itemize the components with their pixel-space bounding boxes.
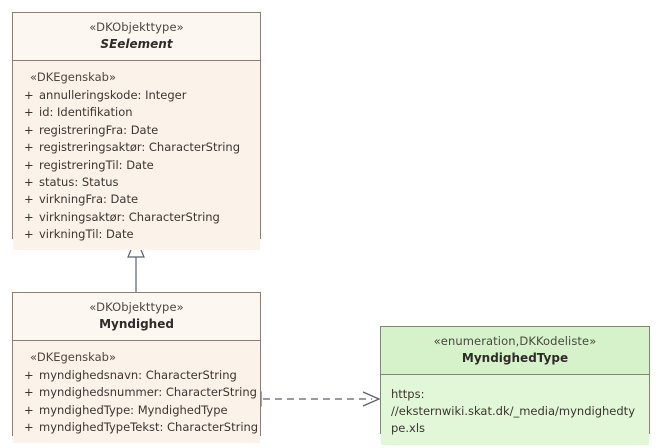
attributes-stereotype: «DKEgenskab» [30,70,116,84]
attribute-label: myndighedsnummer: CharacterString [39,385,257,400]
attribute-label: annulleringskode: Integer [39,88,187,102]
attribute-visibility: + [24,209,34,224]
attribute-label: registreringTil: Date [39,157,154,172]
attribute-visibility: + [24,420,34,435]
attribute-row[interactable]: + annulleringskode: Integer [19,87,254,104]
attributes-stereotype: «DKEgenskab» [30,350,116,364]
class-attributes-seelement: «DKEgenskab» + annulleringskode: Integer… [13,61,260,250]
attribute-visibility: + [24,157,34,172]
attribute-visibility: + [24,88,34,102]
attribute-row[interactable]: + myndighedsnummer: CharacterString [19,384,257,401]
attribute-visibility: + [24,385,34,400]
attribute-row[interactable]: + virkningTil: Date [19,226,254,243]
attribute-visibility: + [24,227,34,242]
attribute-visibility: + [24,105,34,120]
attribute-visibility: + [24,140,34,155]
attribute-label: registreringsaktør: CharacterString [39,140,241,155]
enumeration-note-line-2: //eksternwiki.skat.dk/_media/myndighedty… [391,404,635,435]
attribute-row[interactable]: + virkningFra: Date [19,191,254,208]
attribute-visibility: + [24,368,34,382]
class-box-seelement[interactable]: «DKObjekttype» SEelement «DKEgenskab» + … [12,12,261,250]
class-stereotype: «DKObjekttype» [89,20,184,34]
class-name: SEelement [100,37,173,51]
class-box-myndighed[interactable]: «DKObjekttype» Myndighed «DKEgenskab» + … [12,292,261,443]
dependency-connector[interactable] [263,391,381,407]
attribute-row[interactable]: + myndighedTypeTekst: CharacterString [19,419,258,436]
enumeration-note-line-1: https: [391,387,425,401]
attribute-visibility: + [24,175,34,190]
class-attributes-myndighed: «DKEgenskab» + myndighedsnavn: Character… [13,341,260,443]
attribute-row[interactable]: + myndighedsnavn: CharacterString [19,367,254,384]
attribute-label: virkningTil: Date [39,227,134,242]
attribute-label: myndighedType: MyndighedType [39,402,228,417]
attribute-row[interactable]: + status: Status [19,174,254,191]
attribute-label: myndighedTypeTekst: CharacterString [39,420,259,435]
enumeration-box-myndighedtype[interactable]: «enumeration,DKKodeliste» MyndighedType … [380,326,650,445]
attribute-label: virkningFra: Date [39,192,139,207]
attribute-visibility: + [24,192,34,207]
attribute-label: id: Identifikation [39,105,133,120]
attribute-label: myndighedsnavn: CharacterString [39,368,237,382]
enumeration-header: «enumeration,DKKodeliste» MyndighedType [381,327,649,375]
attribute-row[interactable]: + myndighedType: MyndighedType [19,402,254,419]
class-name: Myndighed [99,317,174,331]
attribute-row[interactable]: + registreringTil: Date [19,157,254,174]
class-stereotype: «DKObjekttype» [89,300,184,314]
class-header-myndighed: «DKObjekttype» Myndighed [13,293,260,341]
attribute-label: status: Status [39,175,119,190]
attribute-row[interactable]: + registreringFra: Date [19,122,254,139]
class-header-seelement: «DKObjekttype» SEelement [13,13,260,61]
attribute-row[interactable]: + registreringsaktør: CharacterString [19,139,254,156]
dependency-arrowhead-icon [362,391,381,407]
attribute-label: registreringFra: Date [39,122,159,137]
attribute-row[interactable]: + virkningsaktør: CharacterString [19,209,254,226]
enumeration-stereotype: «enumeration,DKKodeliste» [433,334,597,348]
attribute-visibility: + [24,402,34,417]
enumeration-name: MyndighedType [461,351,569,365]
attribute-visibility: + [24,122,34,137]
attribute-row[interactable]: + id: Identifikation [19,104,254,121]
attribute-label: virkningsaktør: CharacterString [39,209,220,224]
enumeration-body: https: //eksternwiki.skat.dk/_media/mynd… [381,375,649,445]
